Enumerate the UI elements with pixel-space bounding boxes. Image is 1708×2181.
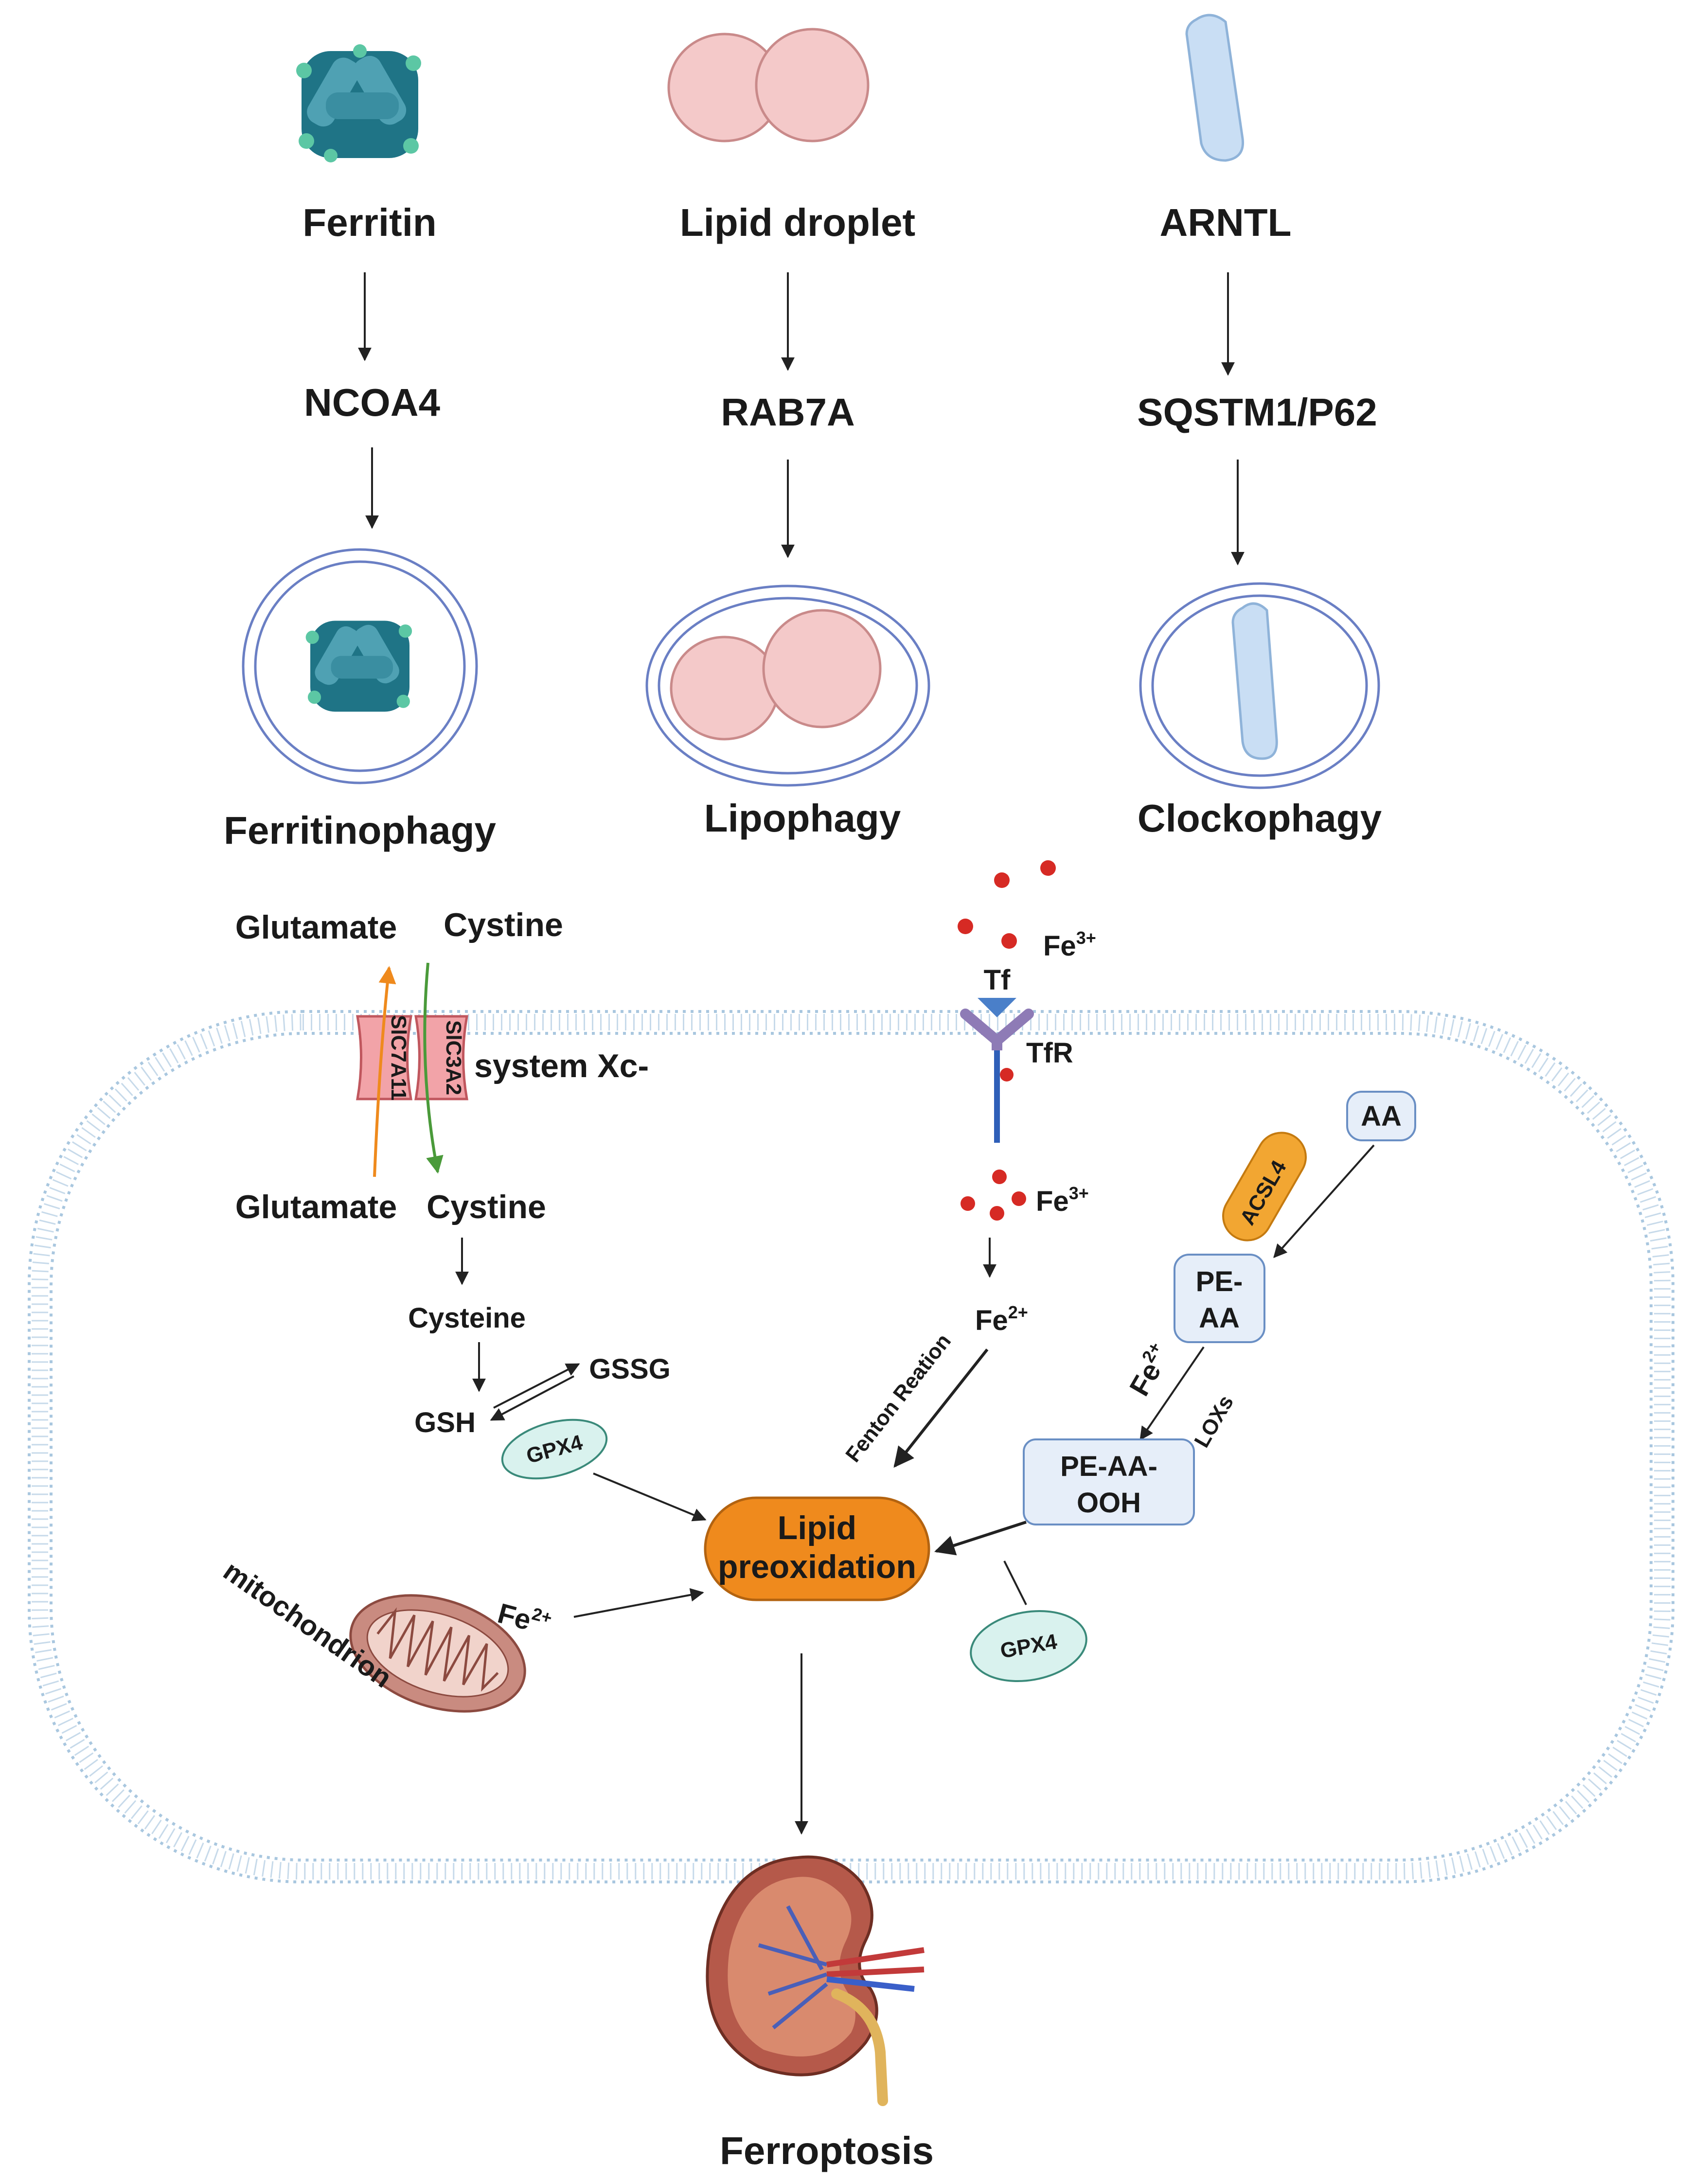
- ncoa4-label: NCOA4: [304, 381, 441, 424]
- slc3a2-label: SlC3A2: [442, 1020, 465, 1095]
- gpx4-left-badge: [501, 1419, 608, 1480]
- cysteine-label: Cysteine: [408, 1302, 526, 1334]
- lipophagy-label: Lipophagy: [704, 797, 901, 840]
- arrow-peaa-peaaooh: [1139, 1346, 1205, 1441]
- ferritinophagy-autophagosome: [242, 548, 478, 784]
- arntl-label: ARNTL: [1159, 201, 1291, 244]
- rab7a-label: RAB7A: [721, 390, 855, 434]
- aa-box: [1346, 1091, 1416, 1141]
- tfr-receptor: [960, 1009, 1034, 1143]
- acsl4-badge: [1222, 1132, 1307, 1241]
- tf-label: Tf: [984, 964, 1011, 996]
- gpx4-inhibit-line: [1003, 1560, 1027, 1605]
- transferrin-icon: [978, 998, 1016, 1017]
- arrow-fenton: [893, 1348, 989, 1468]
- arntl-icon: [1185, 14, 1245, 162]
- glutamate-export-arrow: [373, 966, 396, 1177]
- lipid-peroxidation-line1: Lipid: [778, 1509, 856, 1546]
- arrow-mito-lipid: [573, 1588, 704, 1618]
- loxs-label: LOXs: [1190, 1391, 1238, 1452]
- clockophagy-label: Clockophagy: [1138, 797, 1382, 840]
- fenton-label: Fenton Reation: [841, 1330, 956, 1467]
- pe-aa-line1: PE-: [1196, 1266, 1243, 1297]
- pe-aa-ooh-box: [1023, 1438, 1195, 1525]
- kidney-icon: [706, 1855, 925, 2106]
- system-xc-transporter: [356, 1015, 468, 1100]
- ferritin-icon: [296, 44, 421, 162]
- fe3-outside-label: Fe3+: [1043, 928, 1096, 962]
- lipid-droplet-icon: [667, 28, 870, 142]
- arrow-gsh-to-gssg: [493, 1363, 580, 1409]
- pe-aa-box: [1174, 1254, 1265, 1343]
- ferroptosis-label: Ferroptosis: [720, 2129, 934, 2172]
- clockophagy-autophagosome: [1139, 582, 1380, 789]
- aa-label: AA: [1361, 1100, 1402, 1132]
- lipid-droplet-label: Lipid droplet: [680, 201, 915, 244]
- pe-aa-line2: AA: [1199, 1302, 1240, 1334]
- lipophagy-autophagosome: [645, 585, 930, 787]
- sqstm1-label: SQSTM1/P62: [1137, 390, 1377, 434]
- arrow-gpx4-lipid: [593, 1472, 707, 1522]
- glutamate-outside-label: Glutamate: [235, 909, 397, 946]
- fe2-label: Fe2+: [975, 1302, 1028, 1336]
- cystine-inside-label: Cystine: [427, 1188, 546, 1225]
- cystine-outside-label: Cystine: [444, 906, 563, 943]
- glutamate-inside-label: Glutamate: [235, 1188, 397, 1225]
- arrow-gssg-to-gsh: [490, 1375, 574, 1421]
- pe-aa-ooh-line2: OOH: [1077, 1487, 1141, 1519]
- gpx4-right-badge: [970, 1610, 1087, 1683]
- lipid-peroxidation-node: [704, 1496, 930, 1601]
- iron-dots-outside: [958, 860, 1056, 949]
- fe2-lipid-label: Fe2+: [1121, 1338, 1177, 1401]
- gssg-label: GSSG: [589, 1353, 671, 1385]
- slc7a11-label: SlC7A11: [387, 1015, 410, 1100]
- arrow-peaaooh-lipid: [934, 1521, 1027, 1556]
- fe3-inside-label: Fe3+: [1036, 1183, 1089, 1217]
- ferritin-label: Ferritin: [302, 201, 437, 244]
- pe-aa-ooh-line1: PE-AA-: [1060, 1451, 1157, 1482]
- ferritinophagy-label: Ferritinophagy: [224, 809, 497, 852]
- gsh-label: GSH: [414, 1407, 476, 1438]
- iron-dots-inside: [961, 1170, 1026, 1221]
- tfr-label: TfR: [1026, 1037, 1073, 1069]
- arrow-aa-peaa: [1273, 1144, 1375, 1259]
- cystine-import-arrow: [423, 962, 444, 1174]
- system-xc-label: system Xc-: [474, 1047, 649, 1084]
- mitochondrion-icon: [349, 1594, 526, 1713]
- lipid-peroxidation-line2: preoxidation: [718, 1548, 916, 1585]
